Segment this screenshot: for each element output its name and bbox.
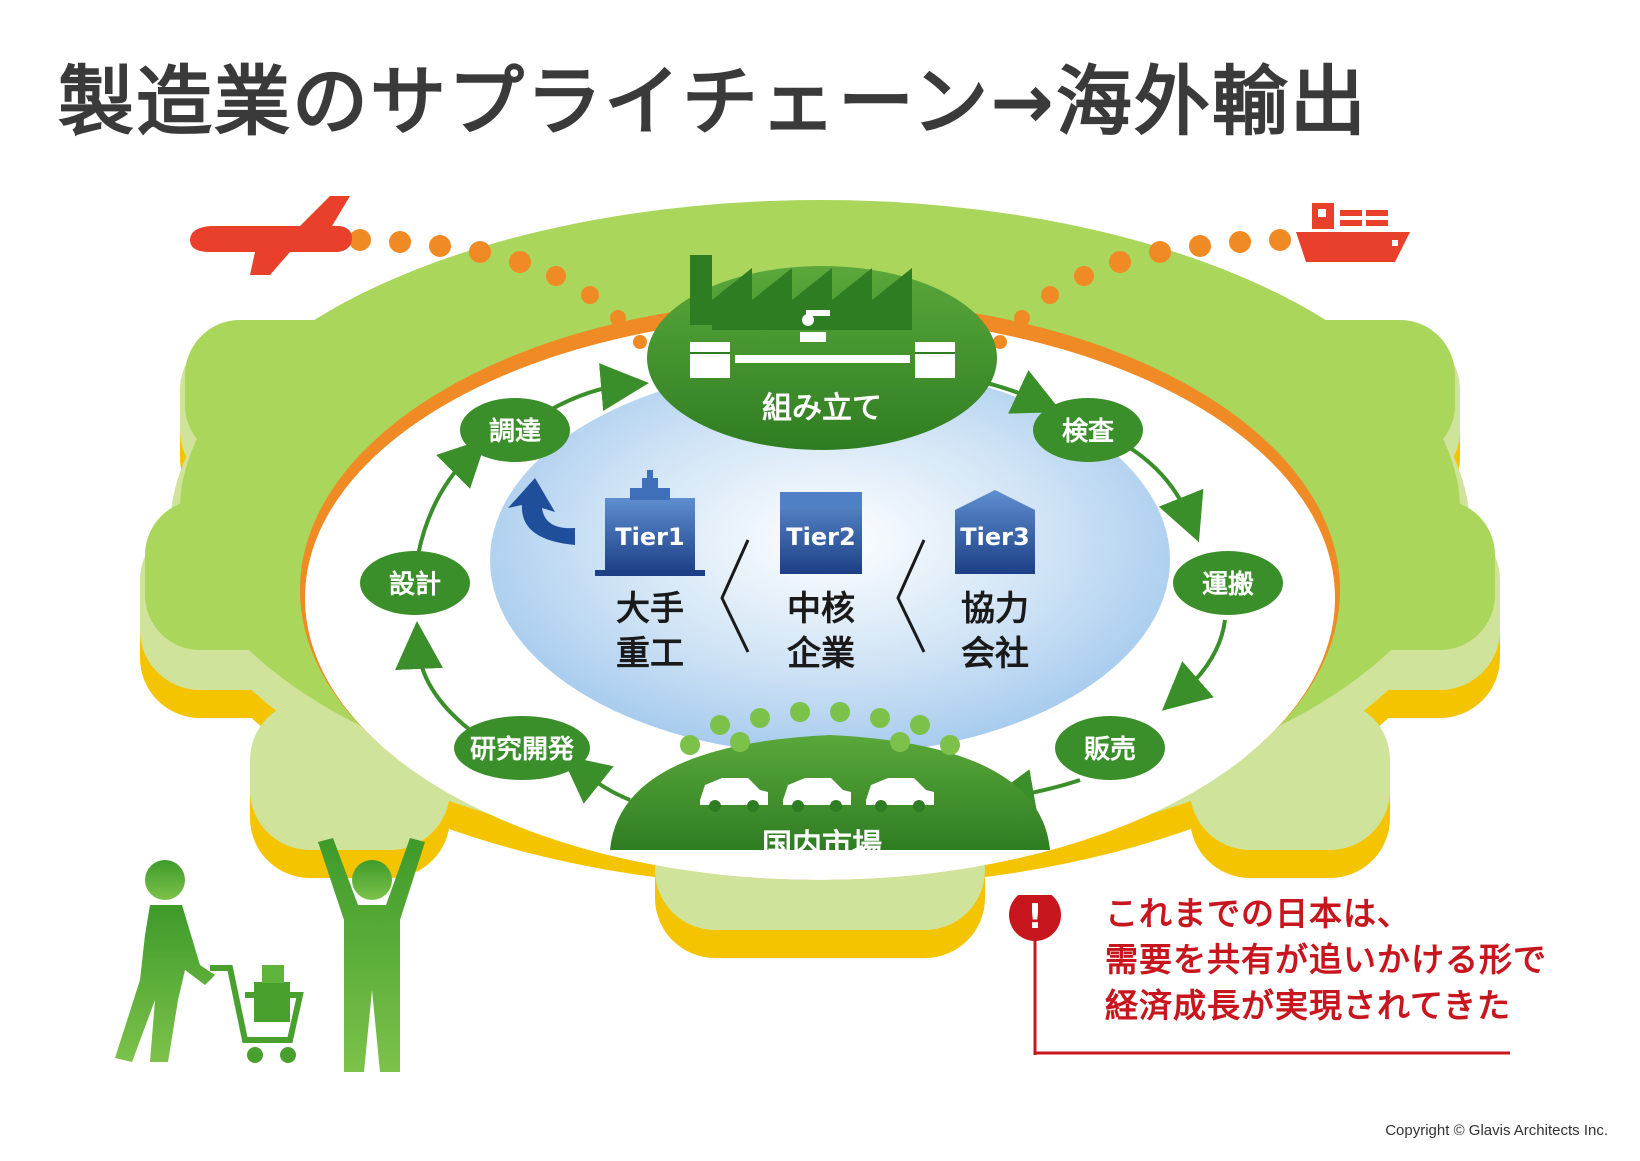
tier2-line1: 中核 — [787, 589, 855, 629]
tier-separator-2 — [896, 539, 926, 653]
svg-text:運搬: 運搬 — [1202, 569, 1254, 600]
copyright-text: Copyright © Glavis Architects Inc. — [1385, 1122, 1608, 1139]
airplane-icon — [190, 196, 352, 275]
tier1-line1: 大手 — [616, 589, 684, 629]
tier2-building — [780, 492, 862, 574]
alert-callout-frame: ! — [1009, 895, 1510, 1055]
shopper-with-cart-icon — [115, 860, 304, 1063]
cycle-node-design: 設計 — [360, 551, 470, 615]
svg-text:調達: 調達 — [489, 416, 541, 447]
cycle-arrows — [395, 363, 1227, 817]
tier3-tag: Tier3 — [960, 523, 1029, 551]
cycle-node-procurement: 調達 — [460, 398, 570, 462]
alert-callout: ! これまでの日本は、 需要を共有が追いかける形で 経済成長が実現されてきた — [1009, 894, 1555, 1055]
svg-text:販売: 販売 — [1084, 735, 1136, 765]
tier3-line1: 協力 — [961, 589, 1029, 629]
node-domestic-market: 国内市場 — [762, 828, 882, 863]
alert-icon — [1009, 895, 1061, 941]
alert-line-1: これまでの日本は、 — [1105, 894, 1411, 933]
tier2-line2: 企業 — [787, 634, 855, 674]
tier1-tag: Tier1 — [615, 523, 684, 551]
tier-separator-1 — [720, 539, 750, 653]
svg-text:検査: 検査 — [1062, 417, 1114, 447]
tier3-building — [955, 490, 1035, 574]
svg-text:研究開発: 研究開発 — [470, 734, 575, 765]
domestic-market-node: 国内市場 — [610, 702, 1050, 863]
export-dotted-paths — [349, 229, 1291, 349]
cycle-node-rnd: 研究開発 — [454, 716, 590, 780]
page-title: 製造業のサプライチェーン→海外輸出 — [58, 57, 1368, 146]
assembly-factory: 組み立て — [647, 255, 997, 450]
tier1-line2: 重工 — [616, 634, 684, 674]
cycle-node-sales: 販売 — [1055, 716, 1165, 780]
cycle-node-transport: 運搬 — [1173, 551, 1283, 615]
tier3-line2: 会社 — [961, 634, 1029, 674]
node-assembly: 組み立て — [762, 391, 882, 426]
tier2-tag: Tier2 — [786, 523, 855, 551]
alert-line-3: 経済成長が実現されてきた — [1105, 986, 1512, 1025]
tier1-building — [595, 470, 705, 576]
tier-return-arrow — [508, 478, 575, 545]
cargo-ship-icon — [1296, 203, 1410, 262]
svg-text:設計: 設計 — [389, 569, 441, 600]
cycle-node-inspection: 検査 — [1033, 398, 1143, 462]
alert-mark: ! — [1027, 897, 1043, 937]
cheering-person-icon — [318, 838, 425, 1072]
alert-line-2: 需要を共有が追いかける形で — [1105, 940, 1547, 979]
